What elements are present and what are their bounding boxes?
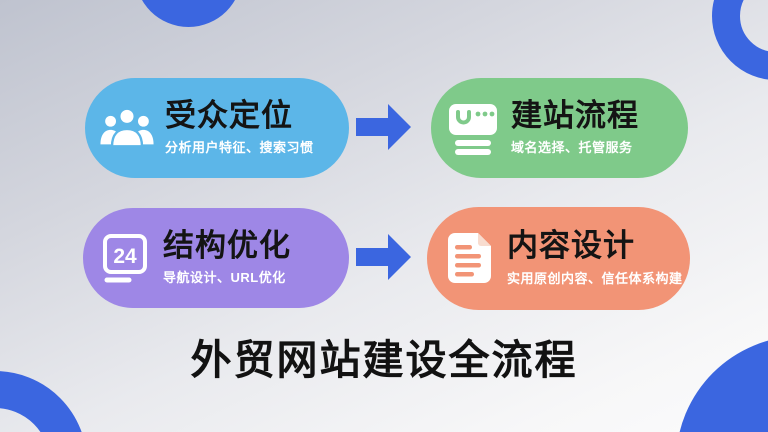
card-content-design: 内容设计 实用原创内容、信任体系构建: [427, 207, 690, 310]
page-title: 外贸网站建设全流程: [190, 337, 578, 383]
document-icon: [441, 230, 497, 288]
card-audience-targeting: 受众定位 分析用户特征、搜索习惯: [85, 78, 349, 178]
card-title: 建站流程: [511, 97, 639, 133]
calendar-24-icon: 24: [97, 229, 153, 287]
card-title: 受众定位: [165, 97, 293, 133]
server-icon: [445, 99, 501, 157]
card-subtitle: 导航设计、URL优化: [163, 270, 286, 286]
card-build-process: 建站流程 域名选择、托管服务: [431, 78, 688, 178]
svg-text:24: 24: [113, 245, 137, 268]
top-circle-decoration: [135, 0, 242, 27]
card-title: 结构优化: [163, 227, 291, 263]
card-subtitle: 域名选择、托管服务: [511, 140, 633, 156]
people-group-icon: [99, 99, 155, 157]
card-subtitle: 实用原创内容、信任体系构建: [507, 270, 683, 286]
arrow-right-icon: [356, 104, 411, 150]
card-subtitle: 分析用户特征、搜索习惯: [165, 140, 314, 156]
card-title: 内容设计: [507, 228, 635, 264]
card-structure-optimization: 24 结构优化 导航设计、URL优化: [83, 208, 349, 308]
arrow-right-icon: [356, 234, 411, 280]
top-right-ring-decoration: [712, 0, 768, 80]
